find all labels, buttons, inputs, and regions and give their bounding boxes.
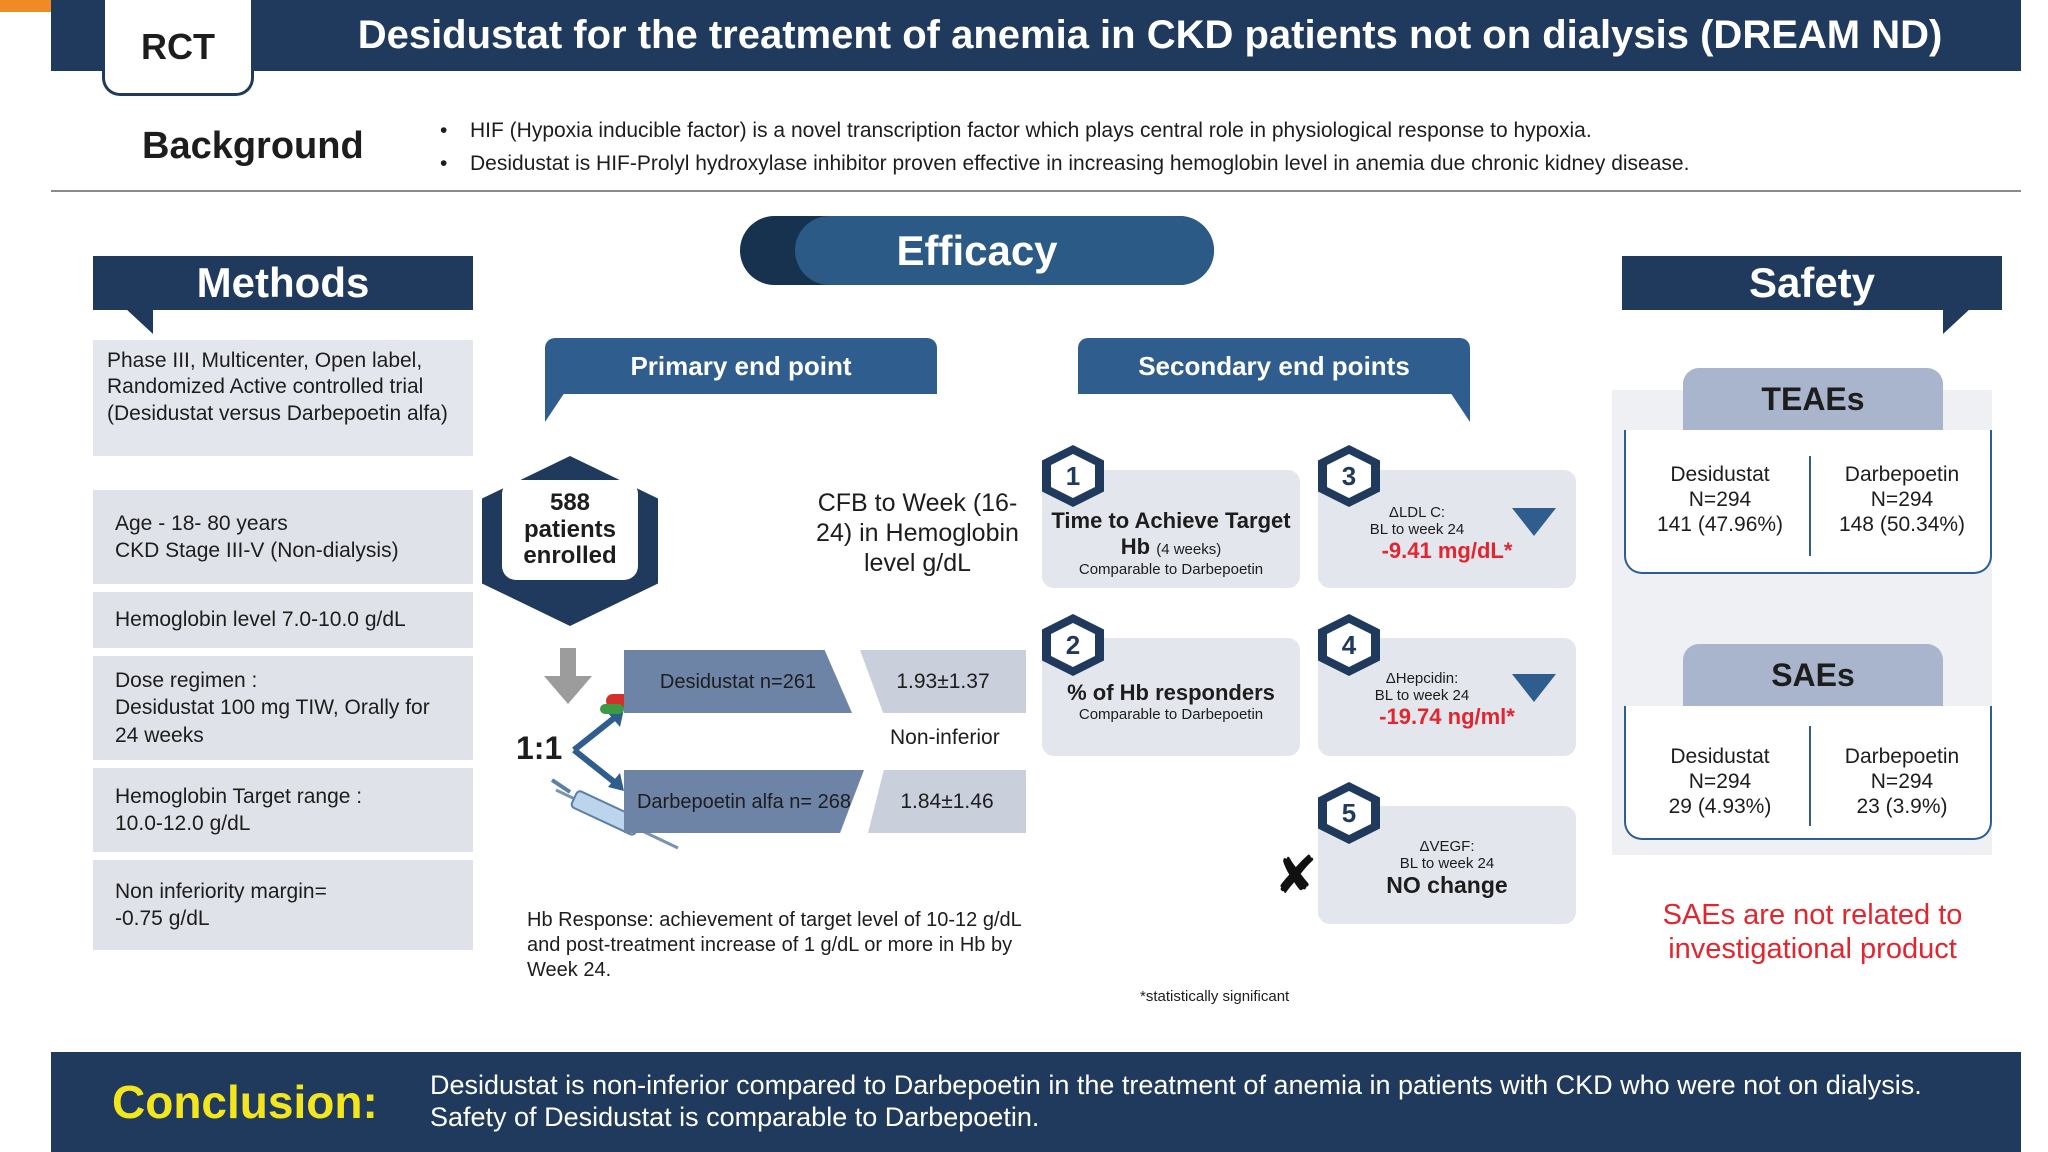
footnote: *statistically significant <box>1140 988 1290 1005</box>
header-accent <box>0 0 51 12</box>
teaes-right-value: 148 (50.34%) <box>1838 513 1966 537</box>
safety-header: Safety <box>1622 256 2002 310</box>
background-bullet: HIF (Hypoxia inducible factor) is a nove… <box>440 119 1592 143</box>
endpoint-number-badge: 2 <box>1042 614 1104 676</box>
decrease-triangle-icon <box>1512 508 1556 536</box>
saes-right-value: 23 (3.9%) <box>1856 795 1948 819</box>
saes-left-value: 29 (4.93%) <box>1668 795 1772 819</box>
arm-desidustat-value: 1.93±1.37 <box>860 650 1026 713</box>
teaes-box: Desidustat N=294 141 (47.96%) Darbepoeti… <box>1624 430 1992 574</box>
endpoint-sub: Comparable to Darbepoetin <box>1078 560 1264 578</box>
primary-header-tail <box>545 392 565 422</box>
background-label: Background <box>142 125 364 167</box>
endpoint-suffix: (4 weeks) <box>1156 541 1222 559</box>
teaes-left-name: Desidustat <box>1670 463 1770 486</box>
conclusion-label: Conclusion: <box>112 1076 378 1128</box>
teaes-right-n: N=294 <box>1870 488 1934 512</box>
methods-header: Methods <box>93 256 473 310</box>
teaes-left-value: 141 (47.96%) <box>1656 513 1784 537</box>
methods-item: Hemoglobin level 7.0-10.0 g/dL <box>93 592 473 648</box>
saes-divider <box>1809 726 1811 826</box>
divider <box>51 190 2021 192</box>
hb-response-definition: Hb Response: achievement of target level… <box>527 909 1022 981</box>
endpoint-card-1: Time to Achieve Target Hb (4 weeks) Comp… <box>1042 470 1300 588</box>
safety-header-tail <box>1943 308 1971 334</box>
efficacy-pill <box>795 216 1214 285</box>
endpoint-label: ΔLDL C: <box>1388 504 1446 521</box>
conclusion-text: Desidustat is non-inferior compared to D… <box>430 1070 1922 1132</box>
endpoint-period: BL to week 24 <box>1369 521 1465 538</box>
enrolled-count: 588 patients enrolled <box>502 480 638 580</box>
arm-darbepoetin: Darbepoetin alfa n= 268 <box>624 770 864 833</box>
endpoint-number-badge: 3 <box>1318 445 1380 507</box>
saes-right-n: N=294 <box>1870 770 1934 794</box>
saes-left-name: Desidustat <box>1670 745 1770 768</box>
non-inferior-result: Non-inferior <box>890 726 1000 749</box>
arm-desidustat: Desidustat n=261 <box>624 650 852 713</box>
header-bar <box>51 0 2021 71</box>
efficacy-title: Efficacy <box>896 226 1058 274</box>
endpoint-label: ΔHepcidin: <box>1385 670 1459 687</box>
teaes-tab: TEAEs <box>1683 368 1943 430</box>
cross-mark-icon: ✘ <box>1274 847 1318 905</box>
endpoint-title: % of Hb responders <box>1067 680 1275 705</box>
study-type-tag: RCT <box>102 0 254 96</box>
randomization-ratio: 1:1 <box>516 730 563 766</box>
endpoint-sub: Comparable to Darbepoetin <box>1078 706 1264 723</box>
secondary-header-tail <box>1450 392 1470 422</box>
page-title: Desidustat for the treatment of anemia i… <box>357 13 1943 57</box>
endpoint-period: BL to week 24 <box>1399 855 1495 872</box>
down-arrow-icon <box>544 648 592 704</box>
background-bullet: Desidustat is HIF-Prolyl hydroxylase inh… <box>440 152 1689 176</box>
cfb-label: CFB to Week (16-24) in Hemoglobin level … <box>816 489 1019 577</box>
methods-item: Dose regimen : Desidustat 100 mg TIW, Or… <box>93 656 473 760</box>
methods-item: Hemoglobin Target range : 10.0-12.0 g/dL <box>93 768 473 852</box>
teaes-divider <box>1809 456 1811 556</box>
teaes-right-name: Darbepoetin <box>1844 463 1960 486</box>
saes-note: SAEs are not related to investigational … <box>1662 899 1963 966</box>
endpoint-value: NO change <box>1386 872 1508 898</box>
decrease-triangle-icon <box>1512 674 1556 702</box>
saes-tab: SAEs <box>1683 644 1943 706</box>
primary-endpoint-header: Primary end point <box>545 338 937 394</box>
teaes-left-n: N=294 <box>1688 488 1752 512</box>
endpoint-number-badge: 1 <box>1042 445 1104 507</box>
saes-right-name: Darbepoetin <box>1844 745 1960 768</box>
arm-darbepoetin-value: 1.84±1.46 <box>868 770 1026 833</box>
endpoint-number-badge: 4 <box>1318 614 1380 676</box>
saes-left-n: N=294 <box>1688 770 1752 794</box>
saes-box: Desidustat N=294 29 (4.93%) Darbepoetin … <box>1624 706 1992 840</box>
methods-item: Age - 18- 80 years CKD Stage III-V (Non-… <box>93 490 473 584</box>
secondary-endpoint-header: Secondary end points <box>1078 338 1470 394</box>
conclusion-bar <box>51 1052 2021 1152</box>
endpoint-value: -19.74 ng/ml* <box>1379 704 1515 729</box>
endpoint-period: BL to week 24 <box>1374 687 1470 704</box>
endpoint-label: ΔVEGF: <box>1419 838 1475 855</box>
endpoint-number-badge: 5 <box>1318 782 1380 844</box>
methods-item: Non inferiority margin= -0.75 g/dL <box>93 860 473 950</box>
methods-header-tail <box>125 308 153 334</box>
endpoint-value: -9.41 mg/dL* <box>1381 538 1513 563</box>
methods-design: Phase III, Multicenter, Open label, Rand… <box>93 340 473 456</box>
endpoint-title: Time to Achieve Target Hb <box>1051 508 1291 560</box>
